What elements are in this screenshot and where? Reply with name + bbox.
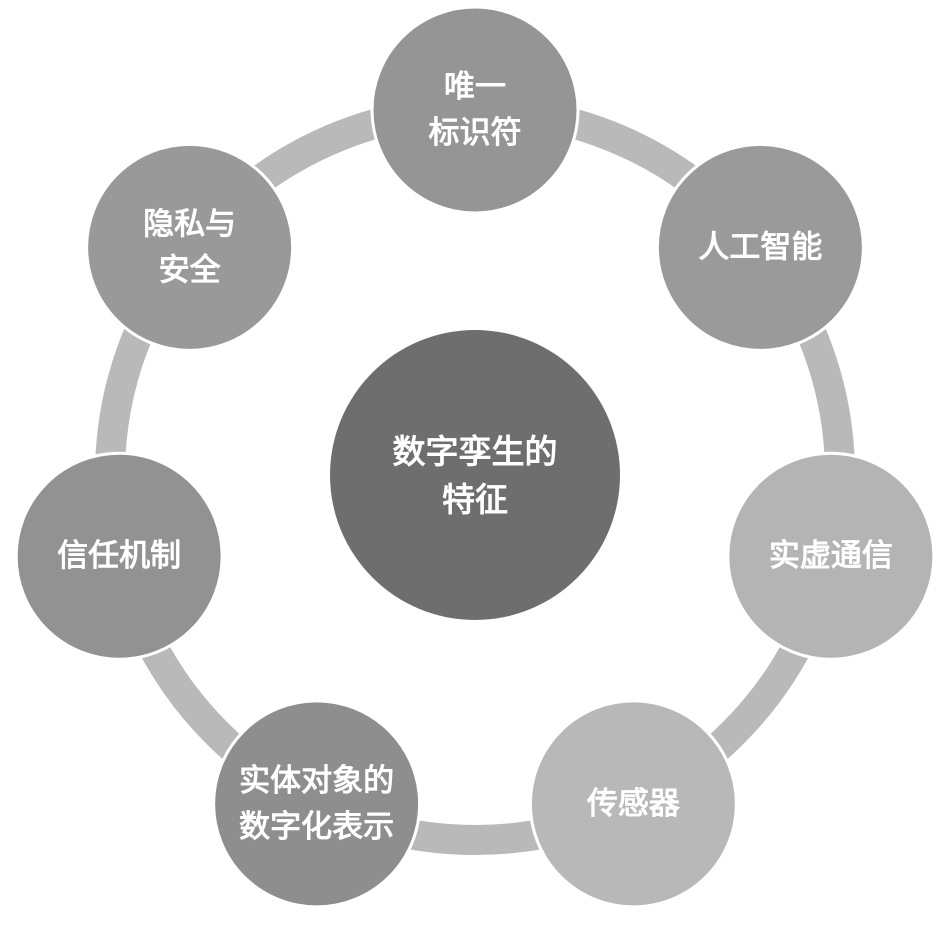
feature-node-unique-identifier: 唯一标识符 <box>370 5 580 215</box>
feature-node-artificial-intelligence: 人工智能 <box>655 142 865 352</box>
feature-node-virtual-real-communication: 实虚通信 <box>726 451 936 661</box>
feature-node-label: 实体对象的数字化表示 <box>239 763 394 845</box>
center-node: 数字孪生的特征 <box>330 330 620 620</box>
feature-node-label: 信任机制 <box>57 538 181 574</box>
feature-node-label: 传感器 <box>586 786 681 822</box>
feature-node-label: 唯一标识符 <box>429 69 522 151</box>
feature-node-label-line: 标识符 <box>429 115 522 151</box>
feature-node-label: 实虚通信 <box>769 538 893 574</box>
feature-node-label-line: 唯一 <box>444 69 506 105</box>
center-label: 数字孪生的特征 <box>393 432 558 519</box>
feature-node-circle <box>14 451 224 661</box>
feature-node-circle <box>370 5 580 215</box>
feature-node-label-line: 实体对象的 <box>239 763 394 799</box>
feature-node-circle <box>85 142 295 352</box>
feature-node-circle <box>528 699 738 909</box>
feature-node-trust-mechanism: 信任机制 <box>14 451 224 661</box>
feature-node-label: 人工智能 <box>698 229 822 265</box>
center-circle <box>330 330 620 620</box>
feature-node-privacy-security: 隐私与安全 <box>85 142 295 352</box>
center-label-line: 数字孪生的 <box>393 432 558 471</box>
feature-node-label-line: 数字化表示 <box>239 809 394 845</box>
feature-node-label-line: 传感器 <box>586 786 681 822</box>
feature-node-circle <box>212 699 422 909</box>
feature-node-label-line: 实虚通信 <box>769 538 893 574</box>
feature-node-circle <box>655 142 865 352</box>
feature-node-digital-representation: 实体对象的数字化表示 <box>212 699 422 909</box>
feature-node-label-line: 信任机制 <box>57 538 181 574</box>
feature-node-circle <box>726 451 936 661</box>
feature-node-sensor: 传感器 <box>528 699 738 909</box>
feature-node-label-line: 隐私与 <box>143 206 236 242</box>
center-label-line: 特征 <box>442 480 508 519</box>
feature-node-label-line: 安全 <box>159 252 222 288</box>
feature-node-label-line: 人工智能 <box>698 229 822 265</box>
feature-node-label: 隐私与安全 <box>143 206 236 288</box>
